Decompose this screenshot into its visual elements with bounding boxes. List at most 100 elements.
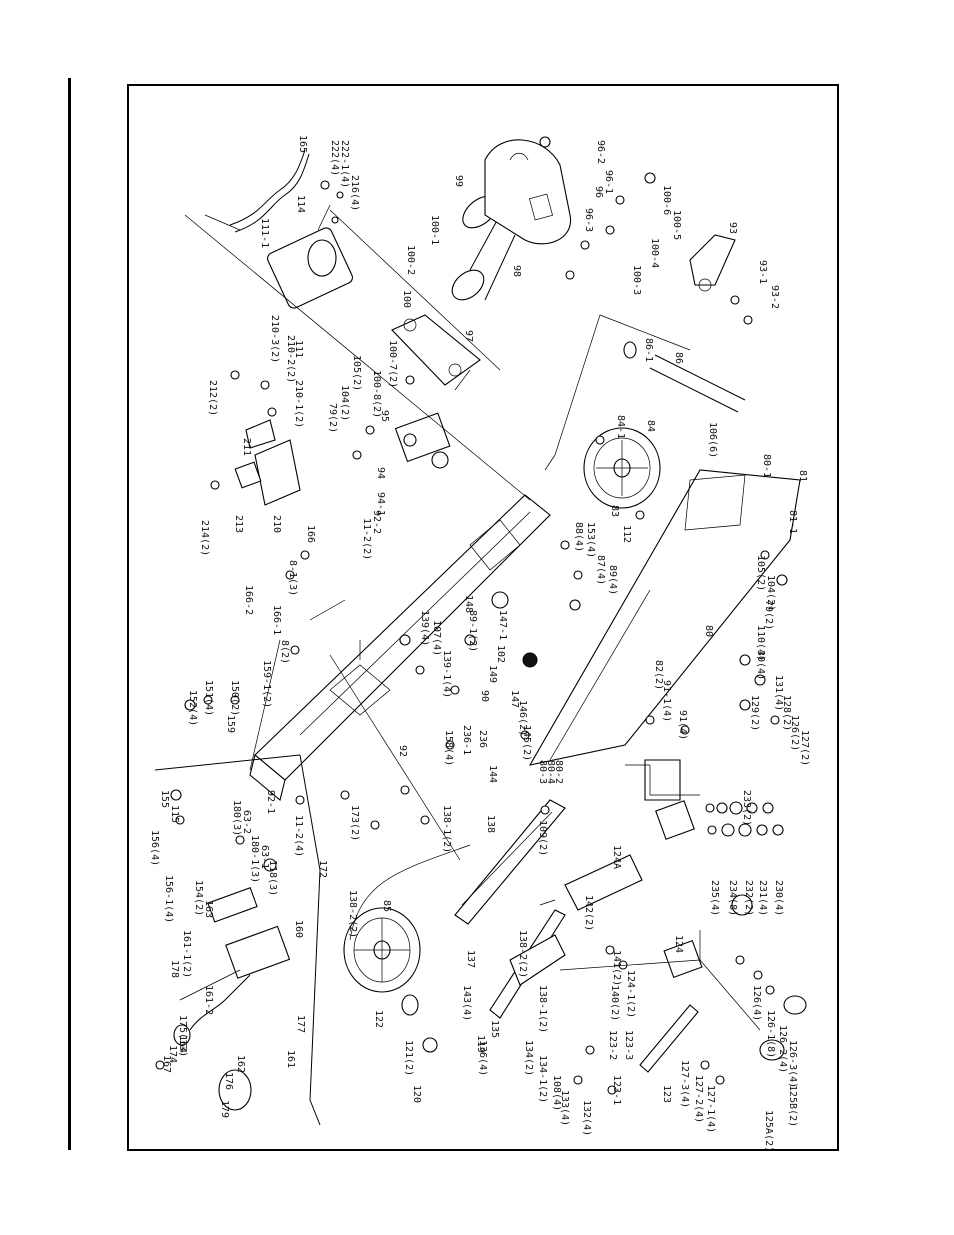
part-label-l166_2: 166-2 <box>243 585 254 615</box>
guide-blocks <box>644 759 703 978</box>
part-label-l122: 122 <box>373 1010 384 1028</box>
part-label-l95: 95 <box>379 410 390 422</box>
part-label-l79_2b: 79(2) <box>763 600 774 630</box>
part-label-l147: 147 <box>509 690 520 708</box>
part-label-l150_2: 150(2) <box>229 680 240 716</box>
part-label-l127_2: 127(2) <box>799 730 810 766</box>
part-label-l138_2a: 138-2(2) <box>347 890 358 938</box>
part-label-l123_2: 123-2 <box>607 1030 618 1060</box>
part-label-l180_1: 180-1(3) <box>249 835 260 883</box>
part-label-l178: 178 <box>169 960 180 978</box>
part-label-l176: 176 <box>223 1072 234 1090</box>
part-label-l230_4: 230(4) <box>773 880 784 916</box>
part-label-l100_3: 100-3 <box>631 265 642 295</box>
dust-hose <box>623 341 746 413</box>
part-label-l210_2: 210-2(2) <box>285 335 296 383</box>
part-label-l158_4: 158(4) <box>443 730 454 766</box>
part-label-l63_1: 63-1 <box>259 845 270 869</box>
part-label-l110_4: 110(4) <box>755 625 766 661</box>
part-label-l137: 137 <box>465 950 476 968</box>
part-label-l86_1: 86-1 <box>643 338 654 362</box>
part-label-l123_3: 123-3 <box>623 1030 634 1060</box>
part-label-l213: 213 <box>233 515 244 533</box>
diagram-frame <box>127 84 839 1151</box>
part-label-l100_7: 100-7(2) <box>387 340 398 388</box>
part-label-l80_1: 80-1 <box>761 454 772 478</box>
part-label-l111_1: 111-1 <box>259 218 270 248</box>
part-label-l11_2_2: 11-2(2) <box>361 518 372 560</box>
part-label-l232_2: 232(2) <box>743 880 754 916</box>
part-label-l231_4: 231(4) <box>757 880 768 916</box>
part-label-l91_4: 91(4) <box>677 710 688 740</box>
part-label-l133_4: 133(4) <box>559 1090 570 1126</box>
part-label-l174: 174 <box>167 1045 178 1063</box>
part-label-l124A: 124A <box>611 845 622 869</box>
part-label-l81: 81 <box>797 470 808 482</box>
guide-bar <box>454 799 566 925</box>
part-label-l100_6: 100-6 <box>661 185 672 215</box>
part-label-l129_2: 129(2) <box>749 695 760 731</box>
motor <box>267 204 353 309</box>
band-blade <box>349 844 471 941</box>
part-label-l100_5: 100-5 <box>671 210 682 240</box>
part-label-l156_4: 156(4) <box>149 830 160 866</box>
part-label-l63_2: 63-2 <box>241 810 252 834</box>
part-label-l8_1: 8-1(3) <box>287 560 298 596</box>
part-label-l90: 90 <box>479 690 490 702</box>
part-label-l210_1: 210-1(2) <box>293 380 304 428</box>
part-label-l107_4: 107(4) <box>431 620 442 656</box>
part-label-l131_4: 131(4) <box>773 675 784 711</box>
part-label-l80: 80 <box>703 625 714 637</box>
part-label-l138: 138 <box>485 815 496 833</box>
part-label-l164: 164 <box>177 1035 188 1053</box>
part-label-l127_1: 127-1(4) <box>705 1085 716 1133</box>
switch-box <box>234 419 301 506</box>
part-label-l235_4: 235(4) <box>709 880 720 916</box>
part-label-l93_2: 93-2 <box>769 285 780 309</box>
part-label-l126_4: 126(4) <box>751 985 762 1021</box>
part-label-l172: 172 <box>317 860 328 878</box>
part-label-l139_1: 139-1(4) <box>441 650 452 698</box>
bearing-stack <box>705 801 784 837</box>
part-label-l98: 98 <box>511 265 522 277</box>
page-margin-rule <box>68 78 71 1150</box>
part-label-l123_1: 123-1 <box>611 1075 622 1105</box>
fasteners <box>155 136 788 1095</box>
part-label-l81_1: 81-1 <box>787 510 798 534</box>
part-label-l234_8: 234(8) <box>727 880 738 916</box>
part-label-l108_4: 108(4) <box>551 1075 562 1111</box>
part-label-l111: 111 <box>293 340 304 358</box>
part-label-l102: 102 <box>495 645 506 663</box>
part-label-l128_2: 128(2) <box>781 695 792 731</box>
part-label-l100_8: 100-8(2) <box>371 370 382 418</box>
part-label-l100: 100 <box>401 290 412 308</box>
bearing-knobs <box>731 894 807 1061</box>
part-label-l96_2: 96-2 <box>595 140 606 164</box>
part-label-l139_4: 139(4) <box>419 610 430 646</box>
part-label-l211: 211 <box>241 438 252 456</box>
part-label-l236: 236 <box>477 730 488 748</box>
part-label-l142_2: 142(2) <box>583 895 594 931</box>
part-label-l125A: 125A(2) <box>763 1110 774 1152</box>
part-label-l179: 179 <box>219 1100 230 1118</box>
part-label-l155: 155 <box>159 790 170 808</box>
part-label-l80_2: 80-2 <box>553 760 564 784</box>
part-label-l127_3: 127-3(4) <box>679 1060 690 1108</box>
part-label-l151_4: 151(4) <box>203 680 214 716</box>
part-label-l154_2: 154(2) <box>193 880 204 916</box>
part-label-l91_1: 91-1(4) <box>661 680 672 722</box>
part-label-l94_1: 94-1 <box>375 492 386 516</box>
part-label-l8_2: 8(2) <box>279 640 290 664</box>
part-label-l212: 212(2) <box>207 380 218 416</box>
part-label-l84_1: 84-1 <box>615 415 626 439</box>
part-label-l222_4: 222(4) <box>329 140 340 176</box>
part-label-l175_13: 175(13) <box>177 1015 188 1057</box>
part-label-l160: 160 <box>293 920 304 938</box>
part-label-l93: 93 <box>727 222 738 234</box>
part-label-l144: 144 <box>487 765 498 783</box>
part-label-l177: 177 <box>295 1015 306 1033</box>
part-label-l146_2: 146(2) <box>517 700 528 736</box>
part-label-l97: 97 <box>463 330 474 342</box>
part-label-l100_2: 100-2 <box>405 245 416 275</box>
